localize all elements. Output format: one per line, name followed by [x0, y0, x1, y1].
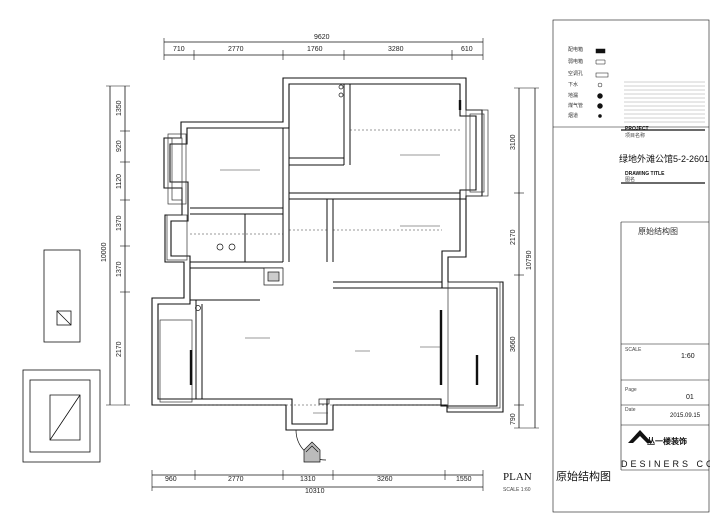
- project-name: 绿地外滩公馆5-2-2601: [619, 154, 710, 164]
- date-value: 2015.09.15: [670, 413, 701, 419]
- detail-box-upper: [43, 249, 81, 343]
- dim-top-4: 3280: [388, 46, 404, 53]
- brand-logo: [628, 430, 652, 443]
- dim-left-1: 1350: [116, 100, 123, 116]
- dim-bottom-3: 1310: [300, 476, 316, 483]
- detail-box-lower: [22, 369, 101, 463]
- designers-label: DESINERS CO.: [621, 459, 710, 469]
- dim-right-total: 10790: [526, 250, 533, 270]
- scale-value: 1:60: [681, 353, 695, 360]
- dim-left-total: 10000: [101, 242, 108, 262]
- dim-left-3: 1120: [116, 173, 123, 189]
- date-label: Date: [625, 407, 636, 413]
- dim-right-3: 3660: [510, 336, 517, 352]
- dim-right-4: 790: [510, 413, 517, 425]
- legend-weak-current-box: 弱电箱: [568, 59, 584, 65]
- dim-top-1: 710: [173, 46, 185, 53]
- dim-left-6: 2170: [116, 341, 123, 357]
- dim-top-3: 1760: [307, 46, 323, 53]
- page-value: 01: [686, 394, 694, 401]
- plan-scale: SCALE 1:60: [503, 487, 531, 493]
- exterior-wall-inner: [157, 83, 498, 425]
- dim-top-total: 9620: [314, 34, 330, 41]
- brand-name: 丛一楼装饰: [647, 437, 687, 446]
- dim-left-2: 920: [116, 140, 123, 152]
- dim-right-2: 2170: [510, 229, 517, 245]
- dim-top-2: 2770: [228, 46, 244, 53]
- drawing-title-cn-label: 图名: [625, 177, 636, 183]
- legend-drain: 下水: [568, 82, 579, 88]
- project-label: PROJECT: [625, 126, 649, 132]
- dim-bottom-2: 2770: [228, 476, 244, 483]
- dim-left-5: 1370: [116, 261, 123, 277]
- legend-flue: 烟道: [568, 113, 579, 119]
- dim-right-1: 3100: [510, 134, 517, 150]
- dim-bottom-4: 3260: [377, 476, 393, 483]
- dim-left-4: 1370: [116, 215, 123, 231]
- drawing-title: 原始结构图: [638, 227, 678, 236]
- legend-floor-drain: 地漏: [568, 93, 579, 99]
- title-block-frame: [552, 19, 710, 513]
- scale-label: SCALE: [625, 347, 642, 353]
- plan-title: 原始结构图: [556, 470, 611, 483]
- dim-bottom-5: 1550: [456, 476, 472, 483]
- page-label: Page: [625, 387, 637, 393]
- drawing-title-label: DRAWING TITLE: [625, 171, 665, 177]
- legend-gas-pipe: 煤气管: [568, 103, 584, 109]
- dim-top-5: 610: [461, 46, 473, 53]
- project-cn-label: 项目名称: [625, 133, 646, 139]
- dim-bottom-total: 10310: [305, 488, 325, 495]
- plan-label: PLAN: [503, 471, 532, 483]
- legend-ac-hole: 空调孔: [568, 71, 584, 77]
- legend-distribution-box: 配电箱: [568, 47, 584, 53]
- dim-bottom-1: 960: [165, 476, 177, 483]
